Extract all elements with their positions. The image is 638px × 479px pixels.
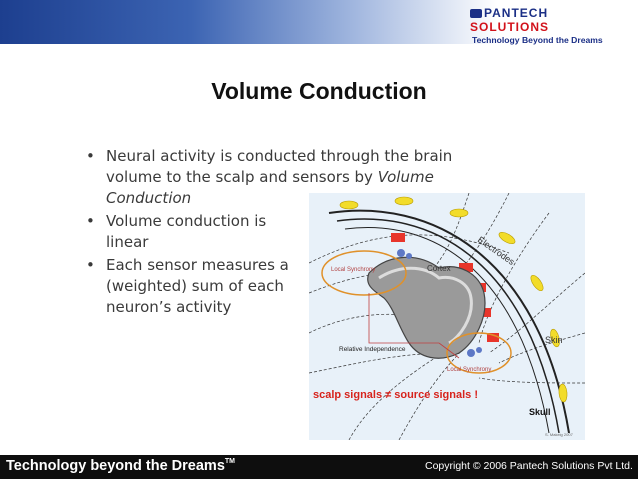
label-skin: Skin — [545, 335, 563, 345]
independence-lines — [368, 293, 460, 359]
bullet-item: Neural activity is conducted through the… — [84, 146, 486, 209]
bullet-text: Neural activity is conducted through the… — [106, 147, 453, 186]
local-synchrony-oval — [321, 250, 407, 296]
logo-name-left: PANTECH — [484, 6, 549, 20]
logo-tagline: Technology Beyond the Dreams — [472, 35, 603, 45]
cortex-inner — [378, 266, 473, 345]
bullet-list: Neural activity is conducted through the… — [84, 146, 484, 320]
header-banner — [0, 0, 638, 44]
footer-tagline: Technology beyond the DreamsTM — [6, 458, 235, 474]
diagram-svg: Electrodes Cortex Skin Skull Local Synch… — [309, 193, 585, 440]
label-local-synchrony: Local Synchrony — [331, 267, 375, 273]
label-relative-independence: Relative Independence — [339, 346, 406, 353]
company-logo: PANTECH SOLUTIONS Technology Beyond the … — [470, 6, 630, 45]
trademark-mark: TM — [224, 458, 235, 465]
bullet-text: Each sensor measures a (weighted) sum of… — [106, 256, 289, 316]
local-synchrony-oval — [446, 332, 512, 374]
bullet-text: Volume conduction is linear — [106, 212, 267, 251]
label-skull: Skull — [529, 407, 551, 417]
label-cortex: Cortex — [427, 264, 451, 273]
footer-tagline-text: Technology beyond the Dreams — [6, 458, 225, 474]
caption-signals: scalp signals ≠ source signals ! — [313, 389, 478, 401]
bullet-item: Volume conduction is linear — [84, 211, 276, 253]
slide-title: Volume Conduction — [211, 78, 427, 104]
bullet-italic-text: Volume Conduction — [106, 168, 434, 207]
cortex-shape — [367, 256, 486, 359]
figure-credit: S. Makeig 2007 — [545, 432, 574, 437]
logo-name-right: SOLUTIONS — [470, 20, 550, 34]
footer-copyright: Copyright © 2006 Pantech Solutions Pvt L… — [425, 460, 633, 472]
volume-conduction-diagram: Electrodes Cortex Skin Skull Local Synch… — [309, 193, 585, 440]
label-local-synchrony: Local Synchrony — [447, 367, 491, 373]
footer-bar: Technology beyond the DreamsTM Copyright… — [0, 455, 638, 479]
neuron-markers — [397, 249, 482, 357]
scalp-electrodes — [339, 196, 568, 403]
logo-mark-icon — [470, 9, 482, 18]
bullet-item: Each sensor measures a (weighted) sum of… — [84, 255, 311, 318]
